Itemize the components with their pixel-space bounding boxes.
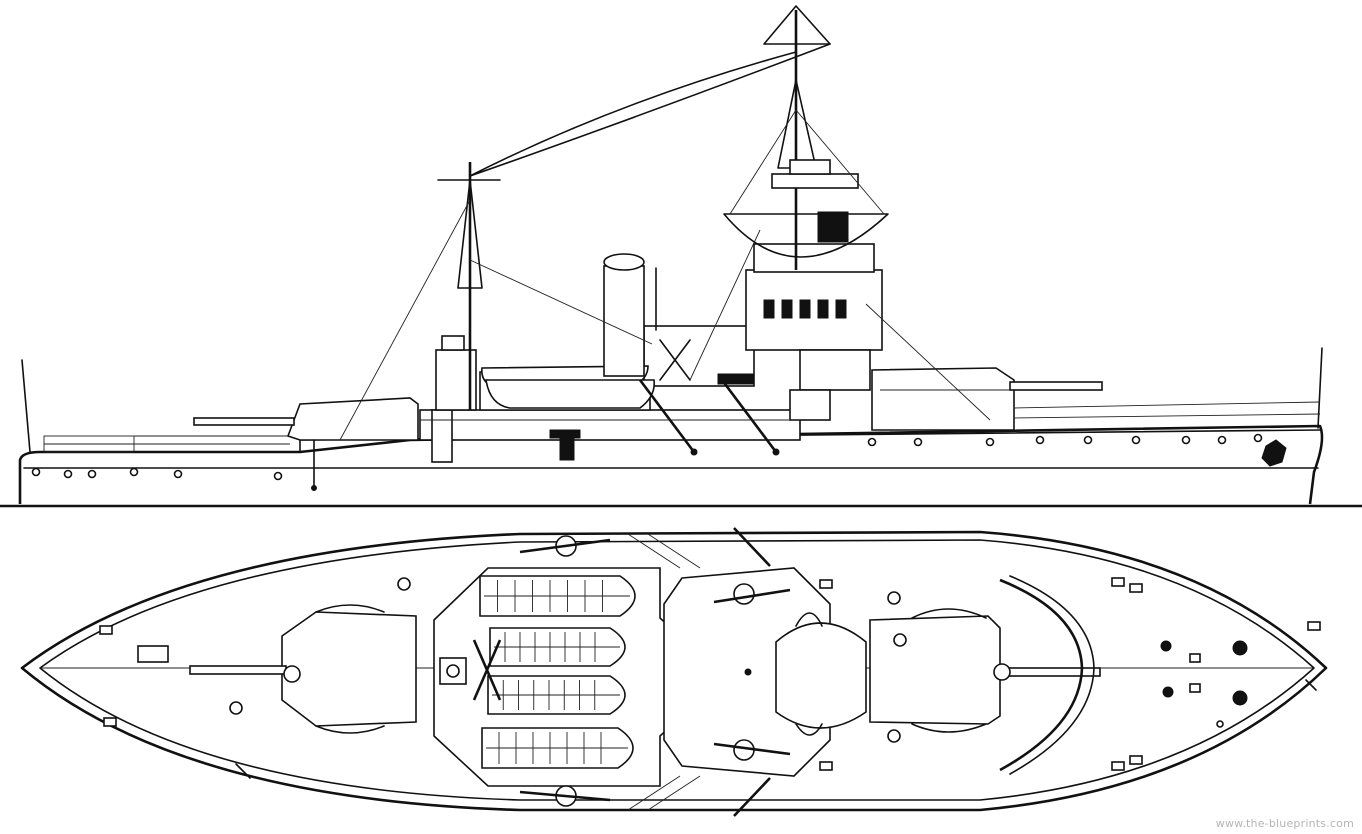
bridge-window [781, 299, 793, 319]
porthole [1253, 433, 1263, 443]
top-plan-view [20, 527, 1328, 817]
main-mast [339, 162, 653, 441]
bollard [1111, 577, 1125, 587]
bow-anchor [1261, 439, 1287, 467]
bridge-tower [745, 243, 883, 421]
porthole [129, 467, 139, 477]
porthole [87, 469, 97, 479]
porthole [1131, 435, 1141, 445]
bollard [1129, 583, 1143, 593]
bollard [1111, 761, 1125, 771]
stern-railing [43, 435, 290, 453]
porthole [173, 469, 183, 479]
porthole [63, 469, 73, 479]
derrick-booms [638, 379, 780, 456]
bollards [99, 577, 1321, 771]
bridge-window [763, 299, 775, 319]
bollard [103, 717, 117, 727]
side-profile-view [0, 5, 1362, 508]
forward-turret-plan [869, 608, 1101, 733]
porthole [273, 471, 283, 481]
antenna-wire [469, 51, 797, 177]
aa-guns [549, 211, 849, 461]
bollard [819, 579, 833, 589]
porthole [1217, 435, 1227, 445]
deck-edge [39, 429, 1321, 453]
aft-turret-plan [189, 604, 417, 734]
aft-turret [193, 397, 419, 491]
bow-fittings [1160, 640, 1248, 728]
funnel [603, 253, 657, 377]
bridge-windows [763, 299, 847, 319]
watermark-text: www.the-blueprints.com [1215, 817, 1354, 830]
profile-boats [481, 365, 656, 409]
porthole [913, 437, 923, 447]
porthole [1083, 435, 1093, 445]
bollard [99, 625, 113, 635]
boat-deck [433, 567, 681, 787]
porthole [31, 467, 41, 477]
deck-fittings [137, 577, 907, 743]
stern-flagstaff [21, 359, 31, 453]
hull-profile [18, 424, 1324, 505]
bridge-window [799, 299, 811, 319]
fore-mast [689, 5, 991, 421]
forward-turret [871, 367, 1321, 431]
bridge-plan [663, 567, 867, 777]
breakwater [999, 578, 1084, 772]
bollard [1129, 755, 1143, 765]
bollard [1307, 621, 1321, 631]
porthole [867, 437, 877, 447]
aa-mounts-plan [519, 535, 791, 807]
jack-staff [1317, 347, 1323, 429]
deck-outline [20, 530, 1328, 812]
porthole [1181, 435, 1191, 445]
plan-boats [472, 575, 636, 769]
porthole [985, 437, 995, 447]
bridge-window [835, 299, 847, 319]
bollard [819, 761, 833, 771]
porthole [1035, 435, 1045, 445]
bridge-window [817, 299, 829, 319]
